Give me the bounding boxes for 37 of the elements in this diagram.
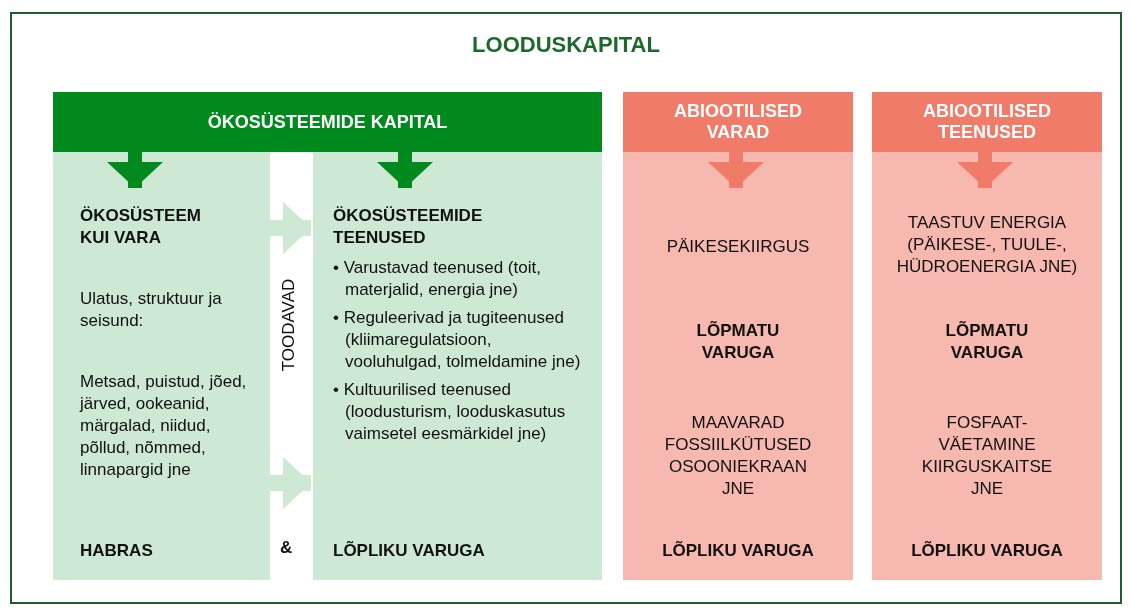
- content-panel: [53, 152, 270, 580]
- header-text: ABIOOTILISED VARAD: [673, 101, 803, 143]
- content-panel: [313, 152, 602, 580]
- panel-heading: ÖKOSÜSTEEM KUI VARA: [80, 205, 202, 249]
- frame-heading: LOODUSKAPITAL: [471, 34, 661, 56]
- arrow: [708, 150, 764, 188]
- panel-text: Ulatus, struktuur ja seisund:: [80, 288, 223, 332]
- panel-text: PÄIKESEKIIRGUS: [665, 236, 811, 258]
- arrow: [107, 150, 163, 188]
- panel-emphasis: LÕPMATU VARUGA: [944, 320, 1030, 364]
- bullet-item: • Kultuurilised teenused (loodusturism, looduskasutus vaimsetel eesmärkidel jne): [333, 379, 567, 445]
- arrow: [268, 202, 311, 254]
- outer-frame: [10, 12, 1122, 604]
- vertical-label: TOODAVAD: [279, 278, 299, 372]
- section-header: [623, 92, 853, 152]
- header-text: ÖKOSÜSTEEMIDE KAPITAL: [207, 111, 448, 133]
- section-header: [872, 92, 1102, 152]
- arrow: [957, 150, 1013, 188]
- panel-footer: LÕPLIKU VARUGA: [633, 540, 843, 562]
- bullet-item: • Reguleerivad ja tugiteenused (kliimaregulatsioon, vooluhulgad, tolmeldamine jne): [333, 307, 582, 373]
- arrow: [377, 150, 433, 188]
- panel-text: MAAVARAD FOSSIILKÜTUSED OSOONIEKRAAN JNE: [663, 412, 813, 500]
- panel-footer: HABRAS: [80, 540, 260, 562]
- bullet-item: • Varustavad teenused (toit, materjalid, energia jne): [333, 257, 542, 301]
- content-panel: [872, 152, 1102, 580]
- content-panel: [623, 152, 853, 580]
- panel-emphasis: LÕPMATU VARUGA: [695, 320, 781, 364]
- conjunction-label: &: [280, 538, 293, 558]
- panel-footer: LÕPLIKU VARUGA: [333, 540, 588, 562]
- section-header: [53, 92, 602, 152]
- panel-heading: ÖKOSÜSTEEMIDE TEENUSED: [333, 205, 484, 249]
- panel-text: FOSFAAT- VÄETAMINE KIIRGUSKAITSE JNE: [920, 412, 1054, 500]
- panel-text: TAASTUV ENERGIA (PÄIKESE-, TUULE-, HÜDROENERGIA JNE): [895, 212, 1079, 278]
- header-text: ABIOOTILISED TEENUSED: [922, 101, 1052, 143]
- panel-text: Metsad, puistud, jõed, järved, ookeanid, märgalad, niidud, põllud, nõmmed, linnapargid jne: [80, 371, 248, 481]
- panel-footer: LÕPLIKU VARUGA: [882, 540, 1092, 562]
- arrow: [268, 457, 311, 509]
